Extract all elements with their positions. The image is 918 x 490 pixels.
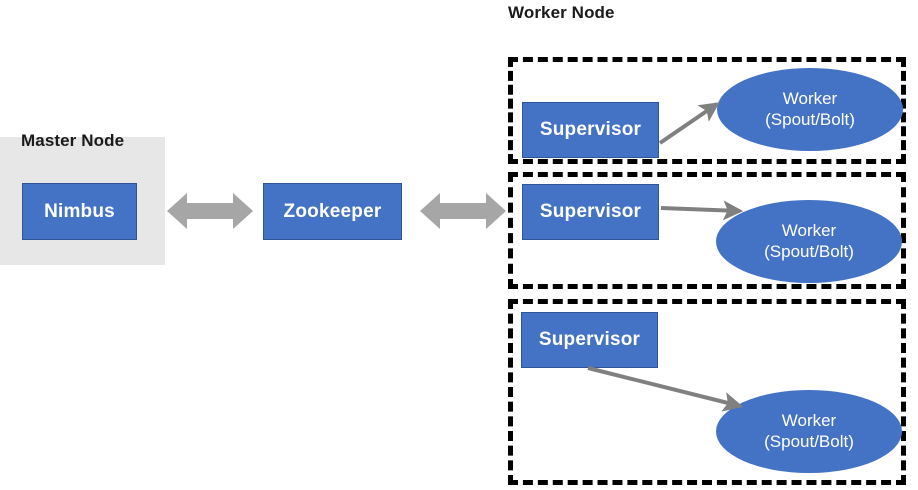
worker-label-line1: Worker <box>782 89 838 109</box>
master-node-title: Master Node <box>21 131 125 150</box>
worker-node-panel-2 <box>508 172 906 289</box>
worker-label-line1: Worker <box>781 221 837 241</box>
zookeeper-node[interactable]: Zookeeper <box>263 183 402 240</box>
worker-node-panel-3 <box>508 299 906 485</box>
zookeeper-supervisors-arrow <box>420 193 506 229</box>
worker-label-line2: (Spout/Bolt) <box>764 431 854 451</box>
worker-label-line2: (Spout/Bolt) <box>765 109 855 129</box>
worker-node-title: Worker Node <box>508 3 615 22</box>
worker-label-line2: (Spout/Bolt) <box>764 241 854 261</box>
supervisor-node-3[interactable]: Supervisor <box>521 312 658 368</box>
nimbus-zookeeper-arrow <box>167 193 253 229</box>
worker-label-line1: Worker <box>781 411 837 431</box>
supervisor-node-1[interactable]: Supervisor <box>522 102 659 158</box>
worker-node-panel-1 <box>508 57 906 164</box>
worker-process-1[interactable]: Worker (Spout/Bolt) <box>717 68 903 151</box>
worker-process-2[interactable]: Worker (Spout/Bolt) <box>716 200 902 283</box>
nimbus-node[interactable]: Nimbus <box>22 183 137 240</box>
worker-process-3[interactable]: Worker (Spout/Bolt) <box>716 390 902 473</box>
supervisor-node-2[interactable]: Supervisor <box>522 184 659 240</box>
